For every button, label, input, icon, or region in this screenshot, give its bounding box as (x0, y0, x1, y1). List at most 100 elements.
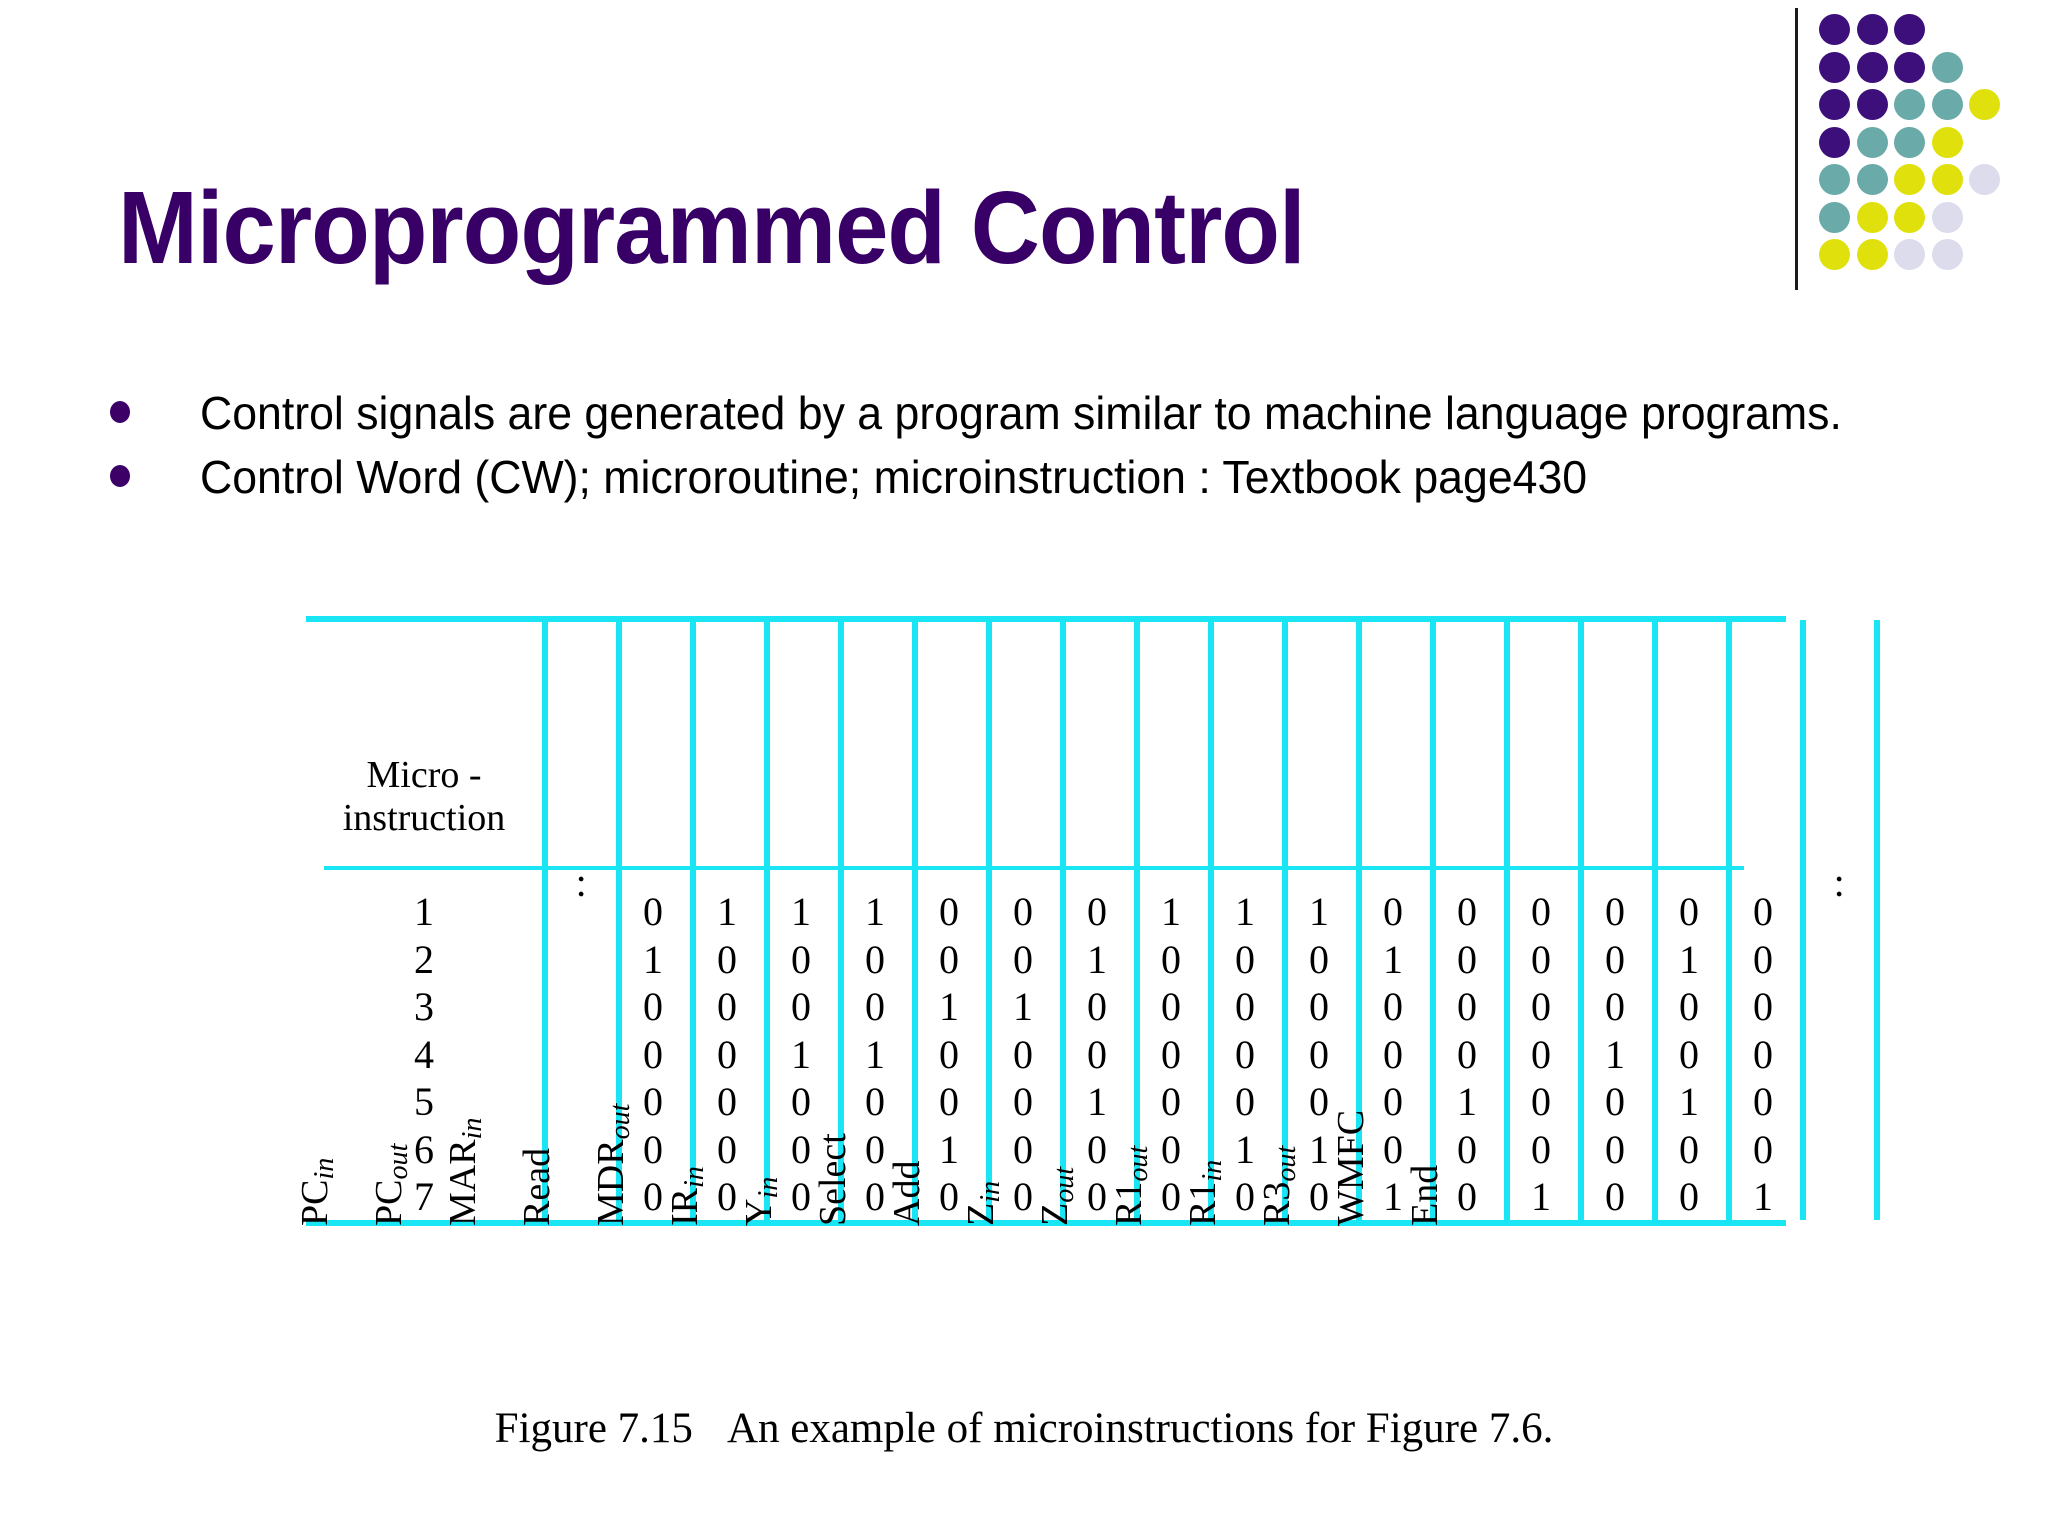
table-cell: 1 (1605, 1031, 1625, 1077)
table-cell: 0 (1605, 936, 1625, 982)
table-rule-header (324, 866, 1744, 870)
table-cell: 0 (1383, 889, 1403, 934)
column-separator (1578, 620, 1584, 1220)
table-cell: 0 (1383, 1126, 1403, 1172)
row-header-line1: Micro - (366, 754, 482, 796)
table-cell: 1 (1235, 1126, 1255, 1172)
bullet-text-1: Control signals are generated by a progr… (200, 387, 1842, 439)
table-cell: 0 (1087, 984, 1107, 1029)
table-cell: 1 (939, 1126, 959, 1172)
page-title: Microprogrammed Control (118, 170, 1306, 285)
table-cell: 0 (1309, 1079, 1329, 1124)
table-cell: 0 (1013, 936, 1033, 982)
table-cell: 0 (1679, 889, 1699, 934)
table-cell: 0 (865, 1079, 885, 1124)
column-separator (1504, 620, 1510, 1220)
table-cell: 1 (717, 889, 737, 934)
table-cell: 0 (1383, 1031, 1403, 1077)
table-cell: 1 (1013, 984, 1033, 1029)
table-cell: 0 (1383, 984, 1403, 1029)
table-cell: 0 (1457, 936, 1477, 982)
table-cell: 0 (865, 1174, 885, 1219)
table-cell: 0 (791, 936, 811, 982)
table-cell: 0 (1753, 1126, 1773, 1172)
column-separator (1800, 620, 1806, 1220)
row-header-title: Micro - instruction (318, 754, 530, 839)
table-cell: 0 (1161, 984, 1181, 1029)
table-cell: 0 (1309, 1031, 1329, 1077)
column-separator (912, 620, 918, 1220)
column-separator (1874, 620, 1880, 1220)
table-cell: 0 (1753, 984, 1773, 1029)
column-separator (1430, 620, 1436, 1220)
table-cell: 1 (1679, 936, 1699, 982)
table-cell: 0 (1161, 936, 1181, 982)
table-cell: 0 (717, 1174, 737, 1219)
table-cell: 0 (1235, 984, 1255, 1029)
logo-dot-purple (1819, 51, 1850, 83)
table-cell: 0 (1235, 1031, 1255, 1077)
table-cell: 0 (643, 1174, 663, 1219)
table-cell: 0 (1457, 1174, 1477, 1219)
table-cell: 0 (717, 1079, 737, 1124)
table-cell: 1 (643, 936, 663, 982)
table-rule-bottom (306, 1220, 1786, 1226)
table-cell: 0 (1605, 889, 1625, 934)
logo-dot-teal (1931, 51, 1963, 83)
bullet-item-1: Control signals are generated by a progr… (110, 387, 1960, 440)
table-cell: 0 (717, 984, 737, 1029)
table-cell: 0 (1013, 1126, 1033, 1172)
table-cell: 0 (1605, 1126, 1625, 1172)
table-cell: 0 (1531, 889, 1551, 934)
logo-dot-yellow (1856, 239, 1888, 270)
column-separator (1208, 620, 1214, 1220)
figure-caption-label: Figure 7.15 (494, 1405, 693, 1452)
logo-dot-purple (1856, 51, 1888, 83)
table-cell: 0 (1235, 936, 1255, 982)
logo-dot-purple (1819, 126, 1850, 158)
column-separator (1134, 620, 1140, 1220)
table-cell: 0 (1531, 1079, 1551, 1124)
table-cell: 0 (717, 1126, 737, 1172)
logo-dot-yellow (1894, 164, 1925, 195)
table-cell: 0 (1605, 1079, 1625, 1124)
table-cell: 0 (1161, 1126, 1181, 1172)
logo-dot-teal (1856, 126, 1888, 158)
table-cell: 0 (643, 889, 663, 934)
row-label: 2 (414, 936, 434, 982)
table-cell: 1 (1161, 889, 1181, 934)
column-separator (1726, 620, 1732, 1220)
figure-caption-text: An example of microinstructions for Figu… (726, 1405, 1554, 1452)
bullet-list: Control signals are generated by a progr… (110, 387, 1960, 515)
logo-dot-purple (1894, 51, 1925, 83)
logo-dot-yellow (1931, 164, 1963, 195)
table-cell: 0 (1457, 984, 1477, 1029)
logo-dot-yellow (1894, 201, 1925, 233)
table-cell: 0 (1309, 936, 1329, 982)
table-cell: 1 (791, 1031, 811, 1077)
logo-dot-yellow (1819, 239, 1850, 270)
table-cell: 0 (1161, 1079, 1181, 1124)
table-cell: 0 (939, 1031, 959, 1077)
table-cell: 1 (865, 889, 885, 934)
table-cell: 1 (1679, 1079, 1699, 1124)
table-cell: 0 (1013, 1079, 1033, 1124)
table-cell: 1 (1235, 889, 1255, 934)
logo-dot-teal (1819, 201, 1850, 233)
table-cell: 0 (1087, 889, 1107, 934)
logo-dot-teal (1856, 164, 1888, 195)
row-label: 7 (414, 1174, 434, 1219)
column-separator (838, 620, 844, 1220)
table-cell: 0 (1753, 1031, 1773, 1077)
table-cell: 0 (865, 1126, 885, 1172)
bullet-dot-icon (110, 401, 130, 423)
logo-dot-lavender (1894, 239, 1925, 270)
table-cell: 0 (865, 936, 885, 982)
table-cell: 1 (791, 889, 811, 934)
column-separator (542, 620, 548, 1220)
table-rule-top (306, 616, 1786, 622)
table-cell: 0 (1087, 1126, 1107, 1172)
logo-dot-lavender (1931, 201, 1963, 233)
table-cell: 0 (1087, 1174, 1107, 1219)
